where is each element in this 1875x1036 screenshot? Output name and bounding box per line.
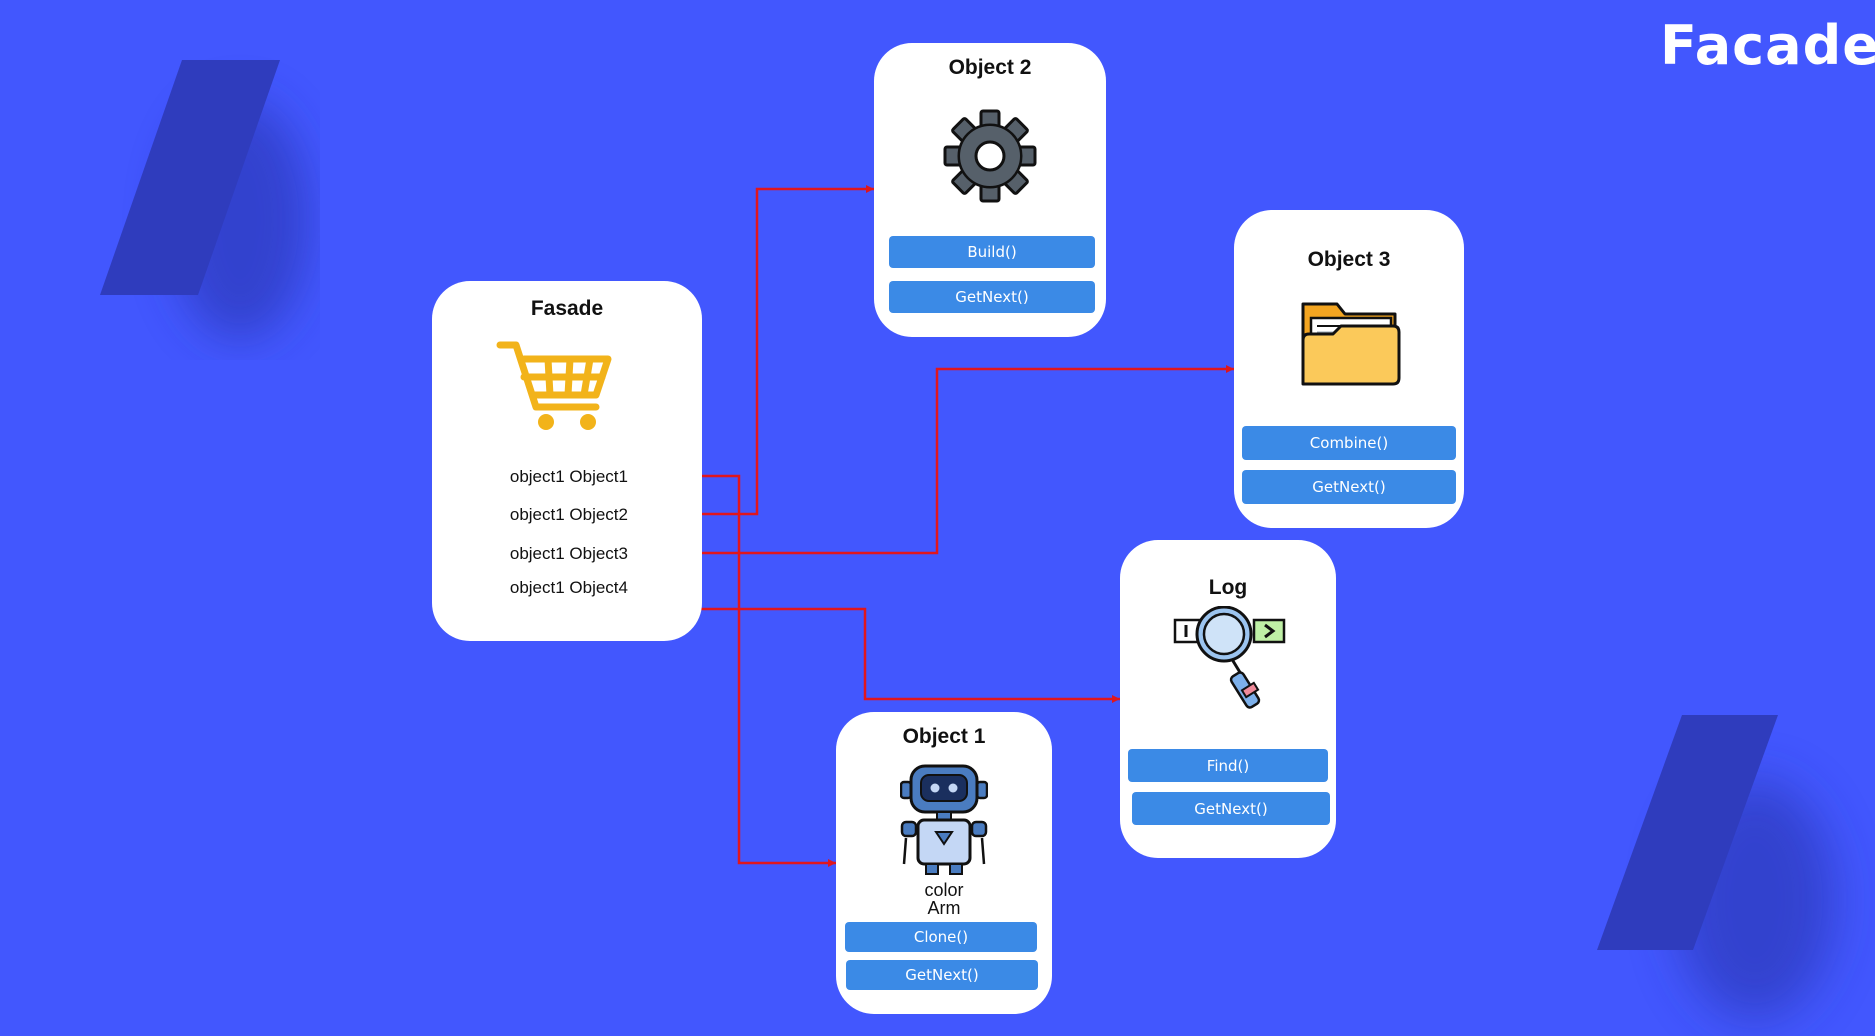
object1-title: Object 1: [902, 725, 986, 748]
brand-title: Facade: [1660, 14, 1875, 77]
facade-field-object2: object1 Object2: [509, 505, 628, 524]
object1-attr-color: color: [924, 880, 964, 900]
connector-object3-arrowhead: [1226, 365, 1234, 373]
gear-icon: [942, 108, 1038, 204]
folder-icon: [1299, 296, 1403, 390]
facade-field-object3: object1 Object3: [509, 544, 628, 563]
log-card: Log Find() GetNext(): [1120, 540, 1336, 858]
build-button[interactable]: Build(): [889, 236, 1095, 268]
facade-field-object1: object1 Object1: [509, 467, 628, 486]
log-title: Log: [1208, 576, 1248, 599]
facade-card: Fasade object1 Object1 object1 Object2 o…: [432, 281, 702, 641]
facade-title: Fasade: [530, 297, 604, 320]
combine-button[interactable]: Combine(): [1242, 426, 1456, 460]
clone-button[interactable]: Clone(): [845, 922, 1037, 952]
facade-field-object4: object1 Object4: [509, 578, 628, 597]
log-search-icon: [1172, 605, 1288, 714]
object3-card: Object 3 Combine() GetNext(): [1234, 210, 1464, 528]
log-getnext-button[interactable]: GetNext(): [1132, 792, 1330, 825]
object2-getnext-button[interactable]: GetNext(): [889, 281, 1095, 313]
object1-card: Object 1 color Arm Clone() GetNext: [836, 712, 1052, 1014]
object2-title: Object 2: [948, 56, 1032, 79]
connector-object1-arrowhead: [828, 859, 836, 867]
find-button[interactable]: Find(): [1128, 749, 1328, 782]
shopping-cart-icon: [496, 337, 616, 437]
decorative-slash-left: [60, 40, 320, 360]
connector-log: [610, 607, 1120, 701]
decorative-slash-right: [1570, 700, 1875, 1036]
object1-getnext-button[interactable]: GetNext(): [846, 960, 1038, 990]
robot-icon: [899, 760, 989, 876]
object1-attr-arm: Arm: [927, 898, 961, 918]
connector-object2-arrowhead: [866, 185, 874, 193]
object3-getnext-button[interactable]: GetNext(): [1242, 470, 1456, 504]
connector-object3: [643, 367, 1234, 555]
connector-log-arrowhead: [1112, 695, 1120, 703]
object3-title: Object 3: [1307, 248, 1391, 271]
object2-card: Object 2: [874, 43, 1106, 337]
